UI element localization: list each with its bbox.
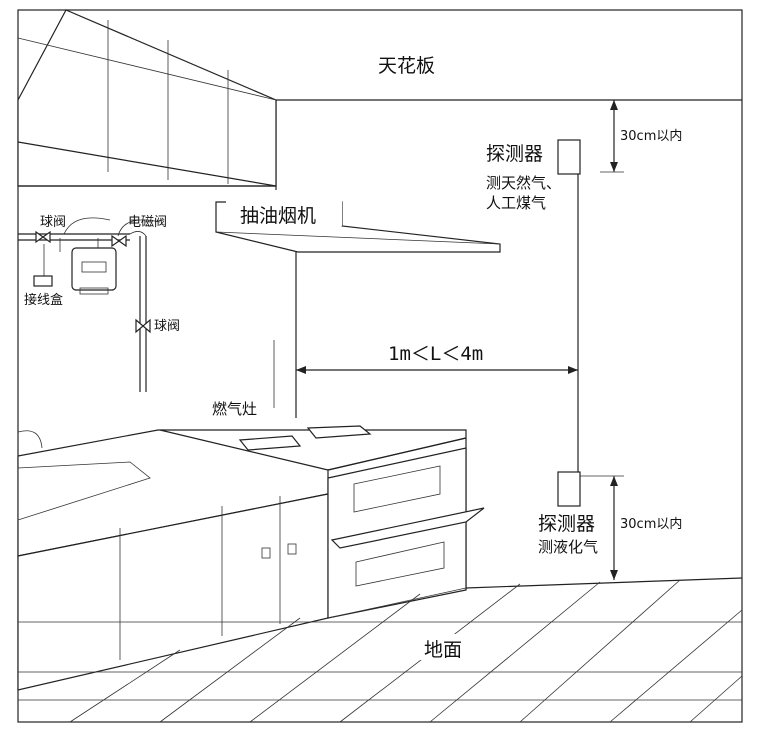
counter-and-cabinets [17,429,485,691]
gas-piping [18,217,161,392]
detector-bottom-label: 探测器 [538,513,595,535]
dimension-lines [273,100,624,580]
floor-tiles [18,579,743,723]
range-hood-label: 抽油烟机 [240,205,316,227]
ceiling-label: 天花板 [378,55,435,77]
distance-bottom-label: 30cm以内 [620,516,682,532]
ball-valve-bottom-label: 球阀 [154,319,180,334]
stove-label: 燃气灶 [212,400,257,418]
solenoid-valve-icon [111,234,127,248]
gas-meter-icon [71,247,117,295]
detector-top-label: 探测器 [486,143,543,165]
solenoid-valve-label: 电磁阀 [128,215,167,230]
frame [17,9,743,723]
floor-label: 地面 [424,639,462,661]
detector-bottom-gas: 测液化气 [538,538,598,556]
ball-valve-top-icon [35,230,51,244]
gas-stove-icon [238,425,372,451]
detector-top-icon [557,139,581,175]
junction-box-label: 接线盒 [24,292,63,308]
detector-bottom-icon [557,471,581,507]
upper-cabinets [17,9,277,187]
detector-top-gas-line2: 人工煤气 [486,194,546,212]
ball-valve-bottom-icon [135,318,151,334]
distance-top-label: 30cm以内 [620,128,682,144]
range-hood [215,200,501,253]
horizontal-range-label: 1m＜L＜4m [388,343,483,365]
detector-top-gas-line1: 测天然气、 [486,174,561,192]
junction-box-icon [33,275,53,287]
ball-valve-top-label: 球阀 [40,215,66,230]
